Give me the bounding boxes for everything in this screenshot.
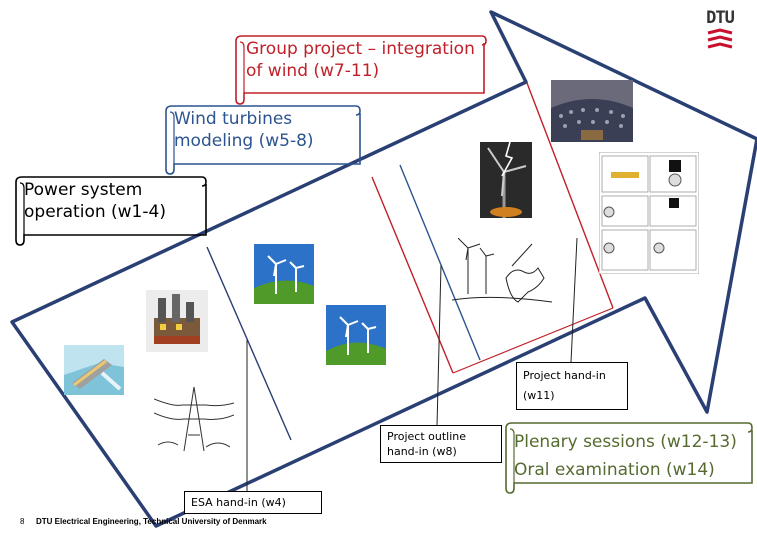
- esa-handin-label: ESA hand-in (w4): [191, 496, 286, 509]
- group-project-line2: of wind (w7-11): [246, 61, 380, 81]
- dtu-logo-text: DTU: [706, 8, 735, 28]
- pointer-outline: [436, 264, 442, 427]
- plenary-line1: Plenary sessions (w12-13): [514, 432, 737, 452]
- comic-strip-icon: [599, 152, 699, 274]
- wind-turbine-icon: [254, 244, 314, 304]
- project-handin-line1: Project hand-in: [523, 369, 606, 382]
- footer-text: DTU Electrical Engineering, Technical Un…: [36, 517, 267, 526]
- wind-turbines-label: Wind turbines modeling (w5-8): [174, 108, 314, 152]
- plenary-line2: Oral examination (w14): [514, 460, 715, 480]
- scroll-wind-turbines: [165, 105, 361, 175]
- wind-turbines-line1: Wind turbines: [174, 109, 293, 129]
- outline-handin-line2: hand-in (w8): [387, 445, 457, 458]
- power-plant-icon: [146, 290, 208, 352]
- power-lines-icon: [154, 386, 234, 452]
- divider-esa: [206, 246, 292, 441]
- outline-handin-box: Project outline hand-in (w8): [380, 425, 502, 463]
- wind-turbines-line2: modeling (w5-8): [174, 131, 314, 151]
- scroll-power-system: [15, 176, 207, 246]
- arrow-bottom-red: [452, 307, 614, 374]
- group-project-label: Group project – integration of wind (w7-…: [246, 38, 475, 82]
- dtu-logo: DTU: [700, 8, 740, 58]
- hydro-dam-icon: [64, 345, 124, 395]
- scroll-plenary: [505, 422, 753, 494]
- pointer-project: [570, 237, 578, 363]
- divider-blue: [399, 164, 481, 361]
- plenary-label: Plenary sessions (w12-13) Oral examinati…: [514, 428, 737, 484]
- dtu-logo-waves-icon: [707, 28, 733, 49]
- lightning-turbine-icon: [480, 142, 532, 218]
- group-project-line1: Group project – integration: [246, 39, 475, 59]
- don-quixote-icon: [452, 238, 552, 303]
- parliament-icon: [551, 80, 633, 142]
- arrow-shape: [10, 10, 757, 528]
- project-handin-box: Project hand-in (w11): [516, 362, 628, 410]
- power-system-label: Power system operation (w1-4): [24, 179, 166, 223]
- wind-turbine-2-icon: [326, 305, 386, 365]
- page-number: 8: [20, 517, 25, 526]
- esa-handin-box: ESA hand-in (w4): [184, 491, 322, 514]
- footer: 8 DTU Electrical Engineering, Technical U…: [20, 517, 267, 526]
- power-system-line2: operation (w1-4): [24, 202, 166, 222]
- scroll-group-project: [235, 35, 487, 105]
- outline-handin-line1: Project outline: [387, 430, 466, 443]
- power-system-line1: Power system: [24, 180, 143, 200]
- project-handin-line2: (w11): [523, 389, 555, 402]
